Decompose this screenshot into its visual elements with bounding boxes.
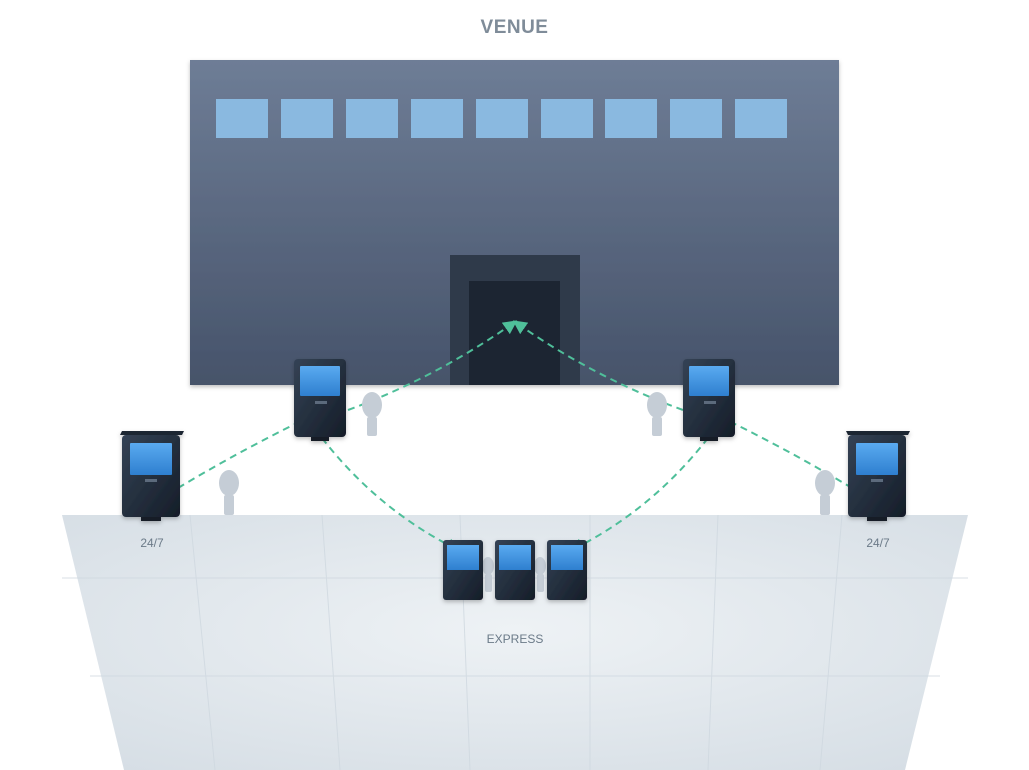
person-icon xyxy=(534,557,546,592)
person-icon xyxy=(482,557,494,592)
window-icon xyxy=(605,99,657,138)
window-icon xyxy=(216,99,268,138)
window-row xyxy=(216,99,787,138)
people xyxy=(219,392,835,592)
kiosk-icon xyxy=(294,359,346,441)
window-icon xyxy=(541,99,593,138)
window-icon xyxy=(411,99,463,138)
kiosk-icon xyxy=(495,540,535,600)
kiosk-icon xyxy=(683,359,735,441)
kiosk-icon-24-7-left xyxy=(120,431,184,521)
venue-building-icon xyxy=(190,60,839,385)
person-icon xyxy=(219,470,239,515)
walking-paths xyxy=(177,320,853,552)
diagram-title: VENUE xyxy=(480,17,549,38)
kiosk-label-right: 24/7 xyxy=(866,536,890,550)
kiosk-icon xyxy=(547,540,587,600)
express-kiosk-cluster xyxy=(443,540,587,600)
window-icon xyxy=(346,99,398,138)
kiosk-icon xyxy=(443,540,483,600)
window-icon xyxy=(476,99,528,138)
path-arrow-to-express-right xyxy=(569,437,709,552)
person-icon xyxy=(362,392,382,436)
window-icon xyxy=(735,99,787,138)
person-icon xyxy=(815,470,835,515)
express-label: EXPRESS xyxy=(486,632,544,646)
entrance-door-icon xyxy=(450,255,580,385)
kiosk-icon-24-7-right xyxy=(846,431,910,521)
path-arrow-to-express-left xyxy=(321,437,461,552)
person-icon xyxy=(647,392,667,436)
window-icon xyxy=(670,99,722,138)
window-icon xyxy=(281,99,333,138)
kiosk-label-left: 24/7 xyxy=(140,536,164,550)
